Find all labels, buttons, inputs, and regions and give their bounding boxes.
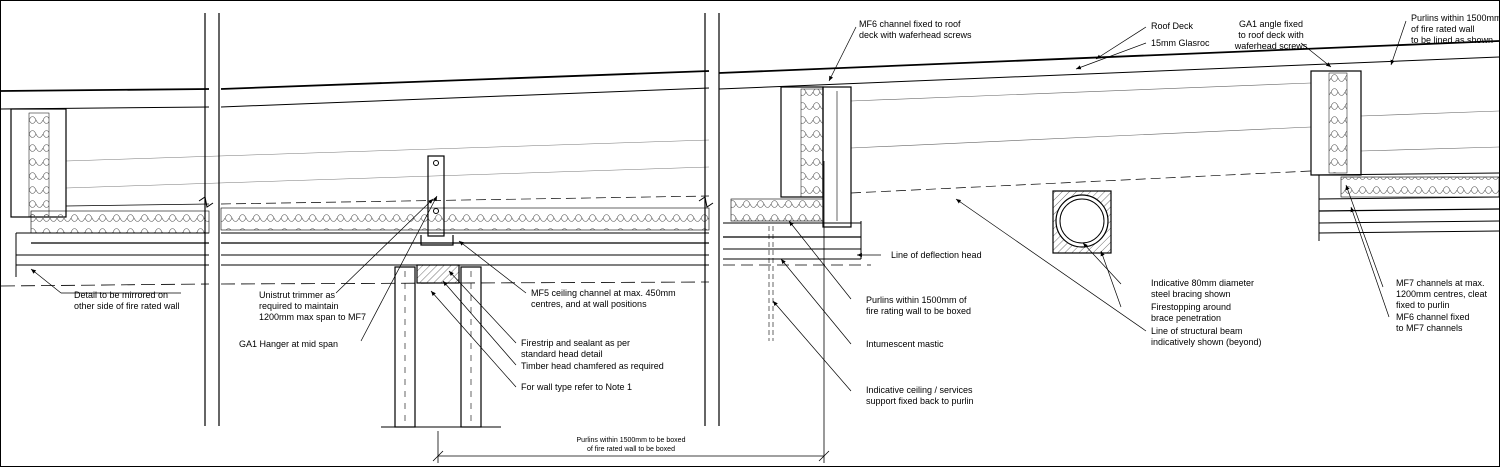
- label-firestopping: Firestopping around brace penetration: [1151, 302, 1232, 323]
- label-timber: Timber head chamfered as required: [521, 361, 664, 371]
- label-intumescent: Intumescent mastic: [866, 339, 944, 349]
- label-deflection: Line of deflection head: [891, 250, 982, 260]
- label-wall-type: For wall type refer to Note 1: [521, 382, 633, 392]
- right-panel: [718, 40, 1500, 341]
- label-beam: Line of structural beam indicatively sho…: [1151, 326, 1262, 347]
- label-mf7: MF7 channels at max. 1200mm centres, cle…: [1396, 278, 1488, 310]
- label-unistrut: Unistrut trimmer as required to maintain…: [259, 290, 367, 322]
- label-mf6-top: MF6 channel fixed to roof deck with wafe…: [859, 19, 972, 40]
- label-ceiling-support: Indicative ceiling / services support fi…: [866, 385, 974, 406]
- label-roof-deck: Roof Deck: [1151, 21, 1194, 31]
- label-purlins-lined: Purlins within 1500mm of fire rated wall…: [1411, 13, 1500, 45]
- label-purlins-boxed: Purlins within 1500mm of fire rating wal…: [866, 295, 972, 316]
- label-dimension: Purlins within 1500mm to be boxed of fir…: [576, 437, 686, 453]
- left-panel: [1, 13, 830, 463]
- label-bracing: Indicative 80mm diameter steel bracing s…: [1151, 278, 1255, 299]
- label-ga1-angle: GA1 angle fixed to roof deck with waferh…: [1234, 19, 1308, 51]
- label-mf6-bottom: MF6 channel fixed to MF7 channels: [1396, 312, 1470, 333]
- label-glasroc: 15mm Glasroc: [1151, 38, 1210, 48]
- label-mirrored: Detail to be mirrored on other side of f…: [74, 290, 180, 311]
- leader-lines: [30, 20, 1407, 392]
- label-firestrip: Firestrip and sealant as per standard he…: [521, 338, 631, 359]
- label-mf5: MF5 ceiling channel at max. 450mm centre…: [531, 288, 676, 309]
- label-ga1-hanger: GA1 Hanger at mid span: [239, 339, 339, 349]
